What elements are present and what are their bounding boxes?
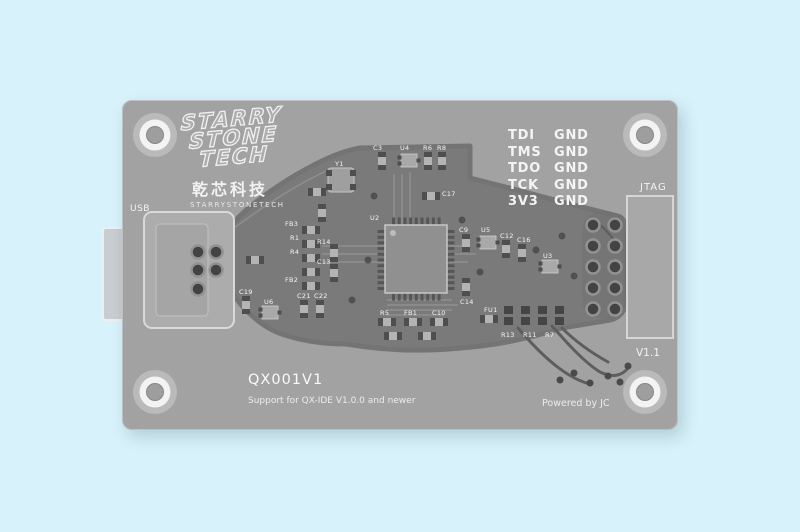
ref-label-fb1: FB1 bbox=[404, 309, 418, 317]
pcb-artwork bbox=[132, 112, 674, 415]
pin-signal: TDI bbox=[508, 128, 535, 143]
pinout-row: TDO GND bbox=[508, 161, 589, 178]
powered-by: Powered by JC bbox=[542, 398, 610, 409]
ref-label-c10: C10 bbox=[432, 309, 446, 317]
board-version: V1.1 bbox=[636, 347, 660, 359]
usb-label: USB bbox=[130, 204, 150, 214]
ref-label-u4: U4 bbox=[400, 144, 410, 152]
mounting-hole bbox=[132, 112, 178, 158]
pin-signal: 3V3 bbox=[508, 194, 539, 209]
pinout-row: TCK GND bbox=[508, 178, 589, 195]
usb-connector-footprint bbox=[143, 211, 264, 329]
resistor-array-pads bbox=[504, 306, 564, 325]
pin-signal: TCK bbox=[508, 177, 539, 193]
ref-label-r6: R6 bbox=[423, 144, 433, 152]
ref-label-y1: Y1 bbox=[335, 160, 344, 168]
ref-label-r8: R8 bbox=[437, 144, 447, 152]
ref-label-r4: R4 bbox=[290, 248, 300, 256]
board-model: QX001V1 bbox=[248, 372, 324, 388]
ref-label-u5: U5 bbox=[481, 226, 491, 234]
support-note: Support for QX-IDE V1.0.0 and newer bbox=[248, 396, 416, 406]
ref-label-u3: U3 bbox=[543, 252, 553, 260]
ref-label-u2: U2 bbox=[370, 214, 380, 222]
mounting-hole bbox=[132, 369, 178, 415]
ref-label-r13: R13 bbox=[501, 331, 515, 339]
pinout-row: 3V3 GND bbox=[508, 194, 589, 211]
ref-label-fu1: FU1 bbox=[484, 306, 498, 314]
ref-label-c14: C14 bbox=[460, 298, 474, 306]
jtag-connector-footprint bbox=[626, 195, 674, 339]
ref-label-c13: C13 bbox=[317, 258, 331, 266]
ref-label-c19: C19 bbox=[239, 288, 253, 296]
starrystone-logo: STARRY STONE TECH bbox=[179, 102, 283, 173]
ref-label-c9: C9 bbox=[459, 226, 469, 234]
pin-signal: TMS bbox=[508, 144, 542, 160]
pinout-row: TDI GND bbox=[508, 128, 589, 145]
main-ic bbox=[377, 217, 455, 301]
ref-label-c17: C17 bbox=[442, 190, 456, 198]
pin-gnd: GND bbox=[554, 177, 589, 193]
ref-label-r11: R11 bbox=[523, 331, 537, 339]
ref-label-u6: U6 bbox=[264, 298, 274, 306]
ref-label-r14: R14 bbox=[317, 238, 331, 246]
crystal-y1 bbox=[326, 167, 356, 193]
ic-pin1-dot bbox=[390, 230, 396, 236]
pin-gnd: GND bbox=[554, 161, 589, 176]
pcb-board: STARRY STONE TECH 乾芯科技 STARRYSTONETECH U… bbox=[122, 100, 678, 430]
pinout-row: TMS GND bbox=[508, 145, 589, 162]
ref-label-r1: R1 bbox=[290, 234, 300, 242]
ref-label-c16: C16 bbox=[517, 236, 531, 244]
ref-label-fb3: FB3 bbox=[285, 220, 299, 228]
ref-label-r7: R7 bbox=[545, 331, 555, 339]
jtag-pinout-legend: TDI GND TMS GND TDO GND TCK GND 3V3 GND bbox=[508, 128, 589, 211]
pin-gnd: GND bbox=[554, 128, 589, 143]
pin-gnd: GND bbox=[554, 144, 589, 160]
ref-label-c22: C22 bbox=[314, 292, 328, 300]
ref-label-r5: R5 bbox=[380, 309, 390, 317]
ref-label-c3: C3 bbox=[373, 144, 383, 152]
mounting-hole bbox=[622, 112, 668, 158]
brand-chinese: 乾芯科技 bbox=[192, 180, 269, 199]
pin-signal: TDO bbox=[508, 161, 542, 176]
jtag-label: JTAG bbox=[640, 182, 667, 193]
ref-label-fb2: FB2 bbox=[285, 276, 299, 284]
ref-label-c12: C12 bbox=[500, 232, 514, 240]
ref-label-c21: C21 bbox=[297, 292, 311, 300]
pin-gnd: GND bbox=[554, 194, 589, 209]
brand-english: STARRYSTONETECH bbox=[190, 201, 285, 209]
mounting-hole bbox=[622, 369, 668, 415]
